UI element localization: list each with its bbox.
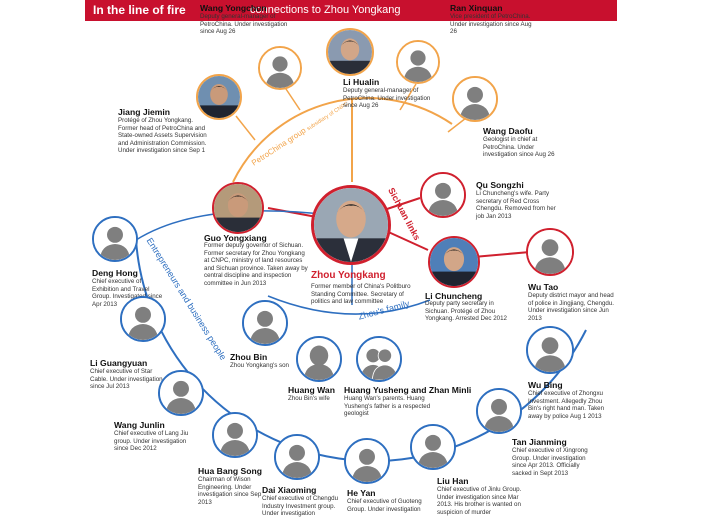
zhou-bin-name: Zhou Bin — [230, 352, 268, 362]
wang-yongchun-name: Wang Yongchun — [200, 3, 267, 13]
qu-songzhi-photo — [420, 172, 466, 218]
header-bar: In the line of fire connections to Zhou … — [85, 0, 617, 21]
ran-xinquan-desc: Vice president of PetroChina. Under inve… — [450, 13, 532, 36]
zhou-yongkang-desc: Former member of China's Politburo Stand… — [311, 283, 411, 306]
wang-daofu-photo — [452, 76, 498, 122]
wu-tao-desc: Deputy district mayor and head of police… — [528, 292, 614, 322]
liu-han-photo — [410, 424, 456, 470]
wang-daofu-name: Wang Daofu — [483, 126, 533, 136]
huang-wan-photo — [296, 336, 342, 382]
zhou-yongkang-photo — [311, 185, 391, 265]
tan-jianming-photo — [476, 388, 522, 434]
dai-xiaoming-photo — [274, 434, 320, 480]
guo-yongxiang-name: Guo Yongxiang — [204, 233, 267, 243]
he-yan-name: He Yan — [347, 488, 376, 498]
hua-bang-song-name: Hua Bang Song — [198, 466, 262, 476]
dai-xiaoming-name: Dai Xiaoming — [262, 485, 317, 495]
zhou-bin-photo — [242, 300, 288, 346]
wu-bing-photo — [526, 326, 574, 374]
huang-yusheng-zhan-minli-photo — [356, 336, 402, 382]
li-hualin-desc: Deputy general-manager of PetroChina. Un… — [343, 87, 431, 110]
header-subtitle: connections to Zhou Yongkang — [250, 4, 401, 16]
zhou-yongkang-name: Zhou Yongkang — [311, 270, 386, 281]
li-hualin-photo — [326, 28, 374, 76]
wu-bing-desc: Chief executive of Zhongxu Investment. A… — [528, 390, 605, 420]
deng-hong-name: Deng Hong — [92, 268, 138, 278]
jiang-jiemin-desc: Protégé of Zhou Yongkang. Former head of… — [118, 117, 207, 155]
wang-junlin-photo — [158, 370, 204, 416]
qu-songzhi-desc: Li Chuncheng's wife. Party secretary of … — [476, 190, 556, 220]
qu-songzhi-name: Qu Songzhi — [476, 180, 524, 190]
hua-bang-song-photo — [212, 412, 258, 458]
huang-yusheng-zhan-minli-desc: Huang Wan's parents. Huang Yusheng's fat… — [344, 395, 431, 418]
header-title: In the line of fire — [93, 3, 186, 17]
huang-wan-desc: Zhou Bin's wife — [288, 395, 330, 402]
zhou-bin-desc: Zhou Yongkang's son — [230, 362, 289, 369]
wu-tao-photo — [526, 228, 574, 276]
jiang-jiemin-name: Jiang Jiemin — [118, 107, 171, 117]
ran-xinquan-name: Ran Xinquan — [450, 3, 503, 13]
wu-tao-name: Wu Tao — [528, 282, 559, 292]
ran-xinquan-photo — [396, 40, 440, 84]
li-guangyuan-desc: Chief executive of Star Cable. Under inv… — [90, 368, 163, 391]
hua-bang-song-desc: Chairman of Wison Engineering. Under inv… — [198, 476, 262, 506]
wang-junlin-name: Wang Junlin — [114, 420, 165, 430]
huang-wan-name: Huang Wan — [288, 385, 335, 395]
liu-han-desc: Chief executive of Jinlu Group. Under in… — [437, 486, 522, 516]
guo-yongxiang-desc: Former deputy governor of Sichuan. Forme… — [204, 242, 308, 287]
li-chuncheng-desc: Deputy party secretary in Sichuan. Proté… — [425, 300, 507, 323]
deng-hong-photo — [92, 216, 138, 262]
li-hualin-name: Li Hualin — [343, 77, 380, 87]
liu-han-name: Liu Han — [437, 476, 469, 486]
he-yan-desc: Chief executive of Guoteng Group. Under … — [347, 498, 422, 513]
jiang-jiemin-photo — [196, 74, 242, 120]
tan-jianming-desc: Chief executive of Xingrong Group. Under… — [512, 447, 588, 477]
wang-yongchun-photo — [258, 46, 302, 90]
tan-jianming-name: Tan Jianming — [512, 437, 567, 447]
li-guangyuan-photo — [120, 296, 166, 342]
wu-bing-name: Wu Bing — [528, 380, 563, 390]
li-guangyuan-name: Li Guangyuan — [90, 358, 148, 368]
he-yan-photo — [344, 438, 390, 484]
wang-junlin-desc: Chief executive of Lang Jiu group. Under… — [114, 430, 189, 453]
dai-xiaoming-desc: Chief executive of Chengdu Industry Inve… — [262, 495, 339, 518]
wang-daofu-desc: Geologist in chief at PetroChina. Under … — [483, 136, 555, 159]
li-chuncheng-name: Li Chuncheng — [425, 291, 483, 301]
guo-yongxiang-photo — [212, 182, 264, 234]
huang-yusheng-zhan-minli-name: Huang Yusheng and Zhan Minli — [344, 385, 472, 395]
wang-yongchun-desc: Deputy general-manager of PetroChina. Un… — [200, 13, 288, 36]
li-chuncheng-photo — [428, 236, 480, 288]
deng-hong-desc: Chief executive of Exhibition and Travel… — [92, 278, 163, 308]
